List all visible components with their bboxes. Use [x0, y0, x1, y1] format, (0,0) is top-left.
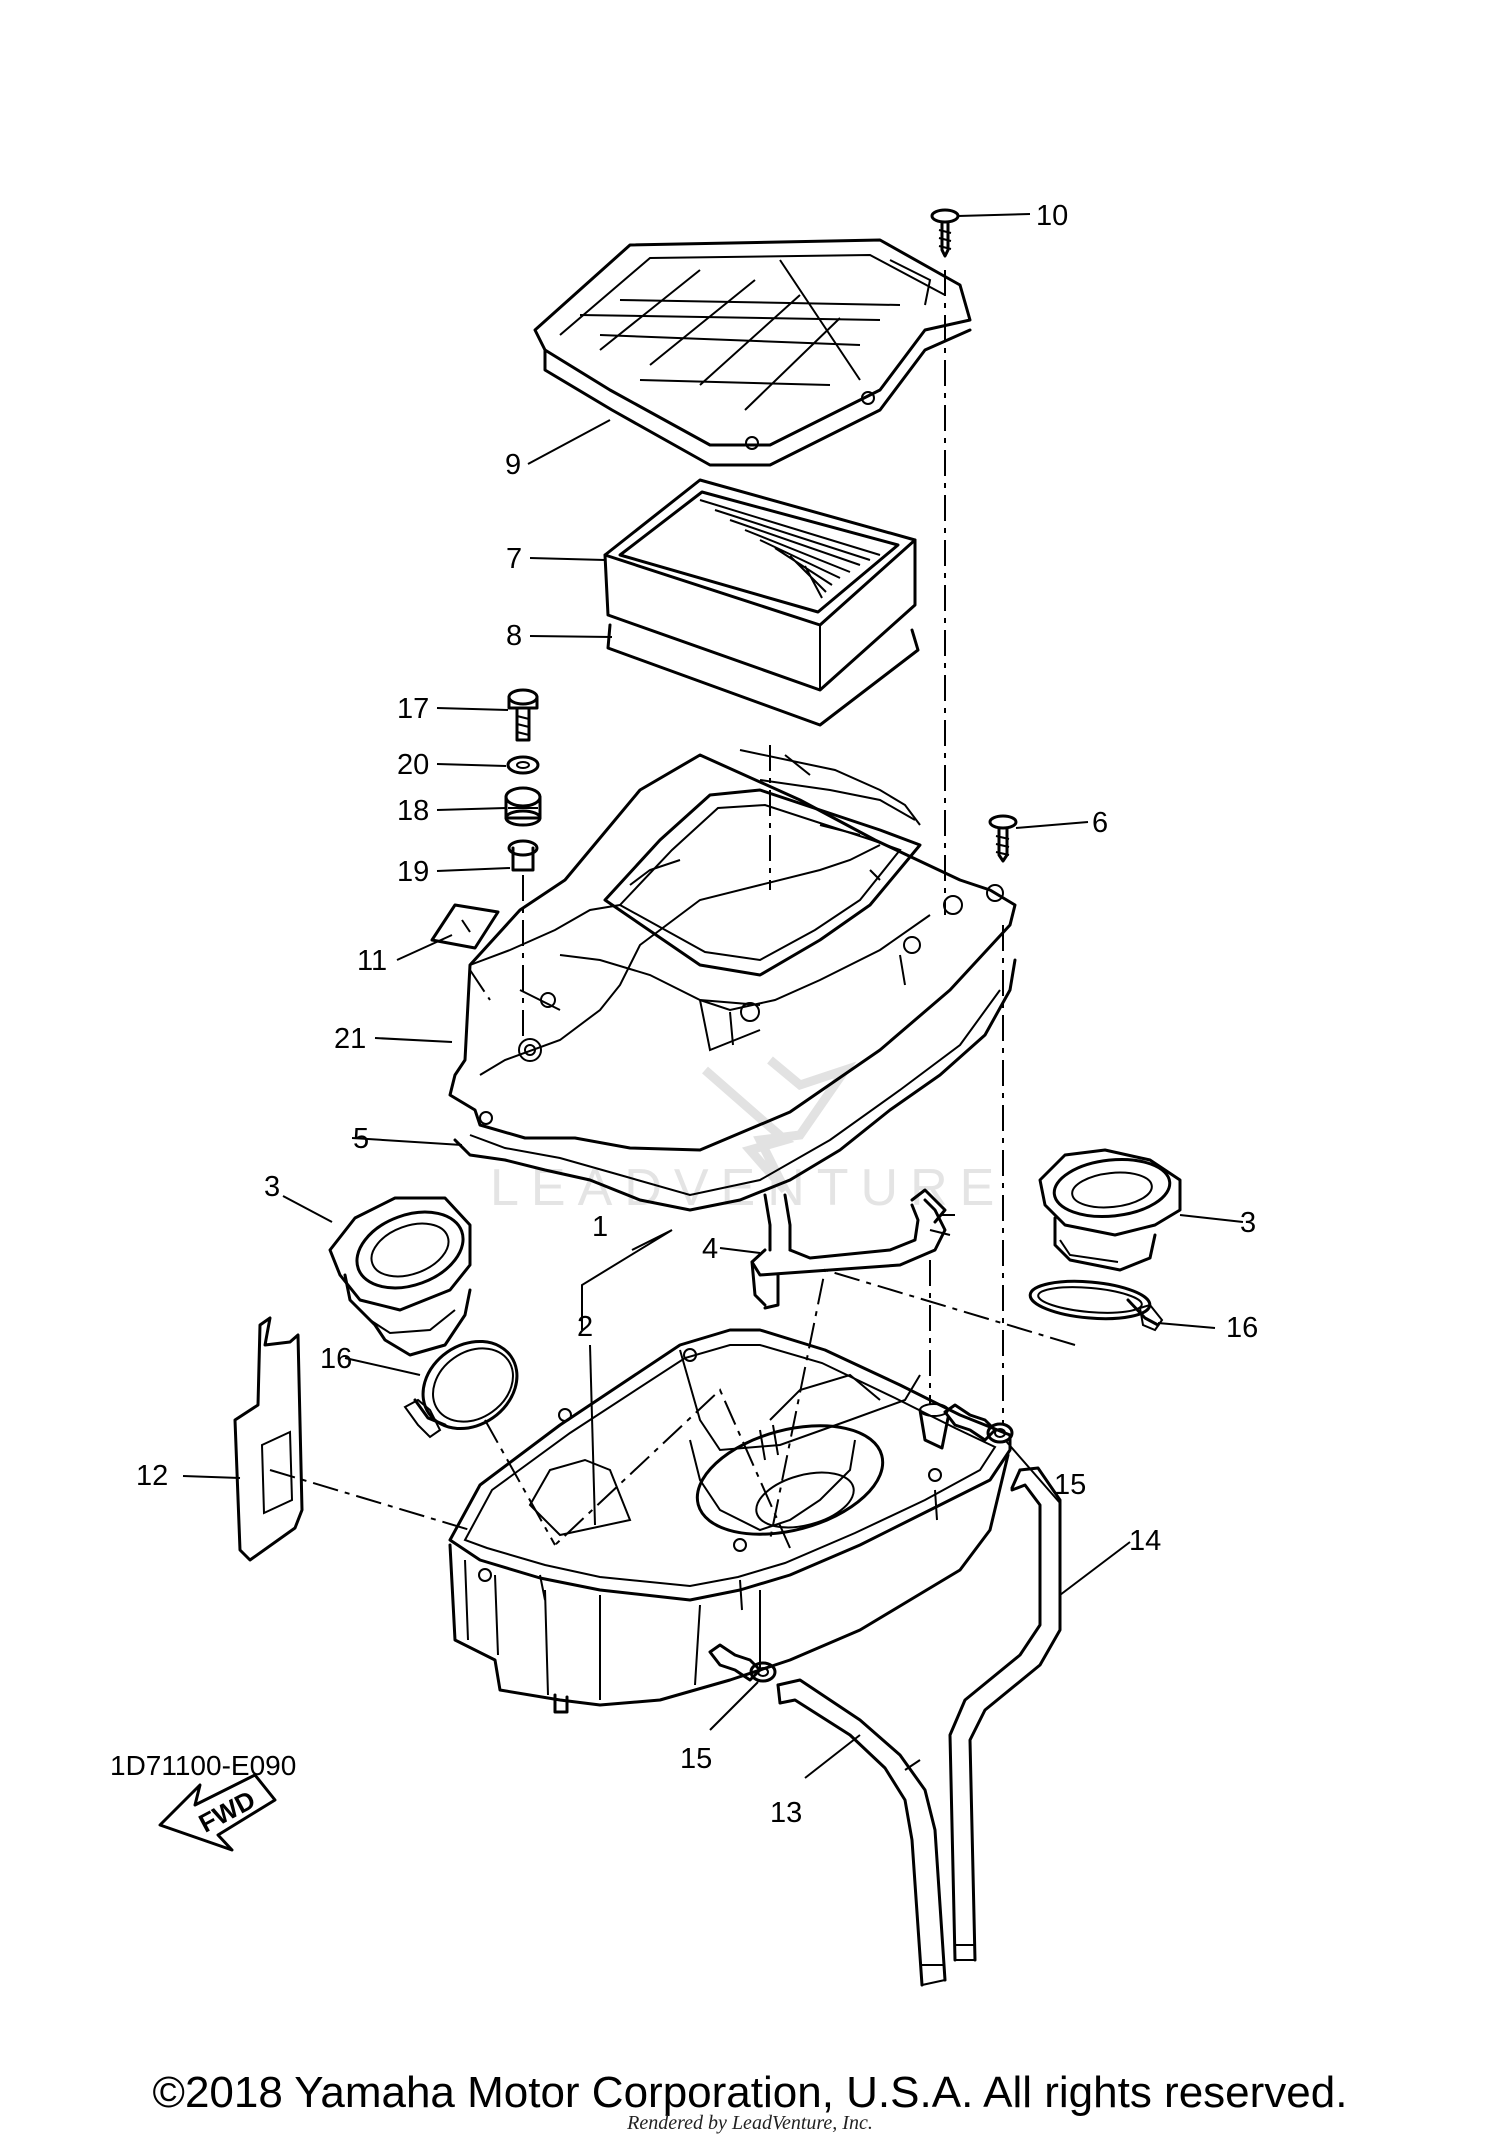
callout-15-bottom: 15	[680, 1743, 712, 1775]
grommet	[504, 786, 542, 827]
info-label	[233, 1316, 304, 1562]
air-box-gasket	[453, 958, 1017, 1212]
callout-16-left: 16	[320, 1343, 352, 1375]
callout-6: 6	[1092, 807, 1108, 839]
callout-19: 19	[397, 856, 429, 888]
air-box-cover	[533, 238, 972, 467]
drain-hose-right	[948, 1466, 1062, 1962]
hose-clip-bottom	[708, 1643, 777, 1683]
watermark-text: LEADVENTURE	[490, 1159, 1006, 1217]
callout-12: 12	[136, 1460, 168, 1492]
callout-15-right: 15	[1054, 1469, 1086, 1501]
alignment-lines	[269, 270, 1076, 1549]
intake-joint-right	[1038, 1148, 1182, 1272]
screw-top	[930, 208, 960, 258]
callout-3-left: 3	[264, 1171, 280, 1203]
caution-label	[430, 903, 500, 950]
callout-5: 5	[353, 1123, 369, 1155]
callout-16-right: 16	[1226, 1312, 1258, 1344]
hose-clamp-right	[1028, 1279, 1164, 1332]
drawing-code: 1D71100-E090	[110, 1750, 297, 1781]
drain-hose-left	[776, 1678, 947, 1987]
callout-18: 18	[397, 795, 429, 827]
watermark: LEADVENTURE	[490, 1056, 1006, 1217]
breather-hose	[750, 1188, 955, 1310]
air-box-upper-case	[448, 749, 1017, 1152]
forward-arrow-icon: FWD	[158, 1773, 277, 1852]
hose-clamp-left	[403, 1339, 519, 1439]
washer	[506, 755, 540, 775]
callout-9: 9	[505, 449, 521, 481]
watermark-logo-icon	[702, 1056, 857, 1193]
callout-1: 1	[592, 1211, 608, 1243]
leader-lines	[182, 213, 1244, 1779]
screw-side	[988, 814, 1018, 863]
callout-21: 21	[334, 1023, 366, 1055]
filter-seal	[606, 623, 920, 727]
copyright-notice: ©2018 Yamaha Motor Corporation, U.S.A. A…	[152, 2068, 1348, 2117]
hose-clip-right	[943, 1403, 1014, 1444]
callout-13: 13	[770, 1797, 802, 1829]
bolt	[507, 688, 539, 742]
rendered-by-notice: Rendered by LeadVenture, Inc.	[627, 2112, 873, 2134]
callout-4: 4	[702, 1233, 718, 1265]
callout-8: 8	[506, 620, 522, 652]
air-box-lower-case	[448, 1328, 1012, 1714]
callout-11: 11	[357, 945, 387, 977]
intake-joint-left	[328, 1196, 472, 1357]
air-filter-element	[603, 478, 917, 692]
callouts: 10 9 7 8 17 20 18 19 6 11 21 5 3 1 4 3 2…	[136, 200, 1258, 1829]
collar	[507, 839, 539, 872]
callout-20: 20	[397, 749, 429, 781]
callout-10: 10	[1036, 200, 1068, 232]
callout-7: 7	[506, 543, 522, 575]
callout-17: 17	[397, 693, 429, 725]
callout-14: 14	[1129, 1525, 1161, 1557]
callout-2: 2	[577, 1311, 593, 1343]
callout-3-right: 3	[1240, 1207, 1256, 1239]
